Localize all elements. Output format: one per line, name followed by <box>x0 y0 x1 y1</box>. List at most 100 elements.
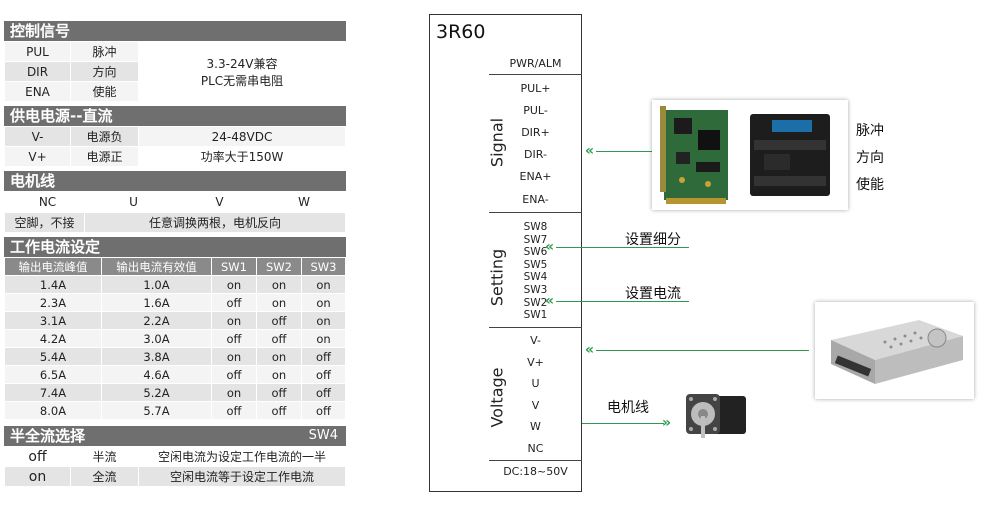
table-cell: off <box>256 383 302 402</box>
motor-arrow <box>582 423 664 424</box>
table-cell: on <box>211 311 257 330</box>
control-note-cell: 3.3-24V兼容 PLC无需串电阻 <box>138 41 346 102</box>
pin-v-plus: V+ <box>527 356 544 369</box>
dc-range-label: DC:18~50V <box>503 465 568 478</box>
table-cell: off <box>211 401 257 420</box>
full-current-desc: 空闲电流等于设定工作电流 <box>138 466 346 487</box>
pin-sw1: SW1 <box>523 309 548 322</box>
table-cell: on <box>301 275 346 294</box>
power-header: 供电电源--直流 <box>4 106 346 126</box>
control-note-1: 3.3-24V兼容 <box>206 56 278 71</box>
table-cell: on <box>211 275 257 294</box>
table-cell: on <box>301 293 346 312</box>
table-cell: 8.0A <box>4 401 102 420</box>
vplus-cell: V+ <box>4 146 71 167</box>
ena-cell: ENA <box>4 81 71 102</box>
power-positive-cell: 电源正 <box>70 146 139 167</box>
divider <box>489 460 582 461</box>
pin-sw5: SW5 <box>523 258 548 271</box>
table-cell: 1.4A <box>4 275 102 294</box>
table-cell: off <box>211 365 257 384</box>
motor-wire-table: NC U V W <box>4 191 346 212</box>
table-cell: off <box>256 329 302 348</box>
pwr-alm-label: PWR/ALM <box>509 57 562 70</box>
half-full-header: 半全流选择 SW4 <box>4 426 346 446</box>
pul-cell: PUL <box>4 41 71 62</box>
chevron-left-icon: « <box>585 342 595 358</box>
pin-sw4: SW4 <box>523 271 548 284</box>
sw3-header: SW3 <box>301 257 346 276</box>
table-cell: on <box>301 329 346 348</box>
table-cell: off <box>301 383 346 402</box>
pin-ena-plus: ENA+ <box>519 170 552 183</box>
pin-sw2: SW2 <box>523 296 548 309</box>
control-note-2: PLC无需串电阻 <box>200 73 284 88</box>
table-cell: 6.5A <box>4 365 102 384</box>
table-cell: off <box>301 365 346 384</box>
model-name: 3R60 <box>436 21 486 43</box>
spec-tables: 控制信号 PUL 脉冲 3.3-24V兼容 PLC无需串电阻 DIR 方向 EN… <box>4 0 346 487</box>
pulse-cell: 脉冲 <box>70 41 139 62</box>
pin-w: W <box>530 420 541 433</box>
pin-sw7: SW7 <box>523 233 548 246</box>
control-signal-table: PUL 脉冲 3.3-24V兼容 PLC无需串电阻 DIR 方向 ENA 使能 <box>4 41 346 102</box>
chevron-left-icon: « <box>585 143 595 159</box>
table-cell: on <box>256 347 302 366</box>
table-cell: on <box>301 311 346 330</box>
pin-pul-plus: PUL+ <box>520 82 551 95</box>
table-cell: 4.2A <box>4 329 102 348</box>
pin-nc: NC <box>527 442 544 455</box>
pin-u: U <box>531 377 540 390</box>
table-cell: off <box>301 401 346 420</box>
enable-cell: 使能 <box>70 81 139 102</box>
off-cell: off <box>4 446 71 467</box>
table-cell: off <box>256 311 302 330</box>
table-cell: off <box>256 401 302 420</box>
motor-wire-label: 电机线 <box>607 400 649 416</box>
peak-current-header: 输出电流峰值 <box>4 257 102 276</box>
table-cell: 5.4A <box>4 347 102 366</box>
u-cell: U <box>90 191 177 212</box>
chevron-right-icon: » <box>662 415 672 431</box>
controller-image <box>660 106 830 204</box>
table-cell: 3.8A <box>101 347 212 366</box>
half-full-title: 半全流选择 <box>10 427 86 445</box>
table-cell: on <box>256 365 302 384</box>
power-negative-cell: 电源负 <box>70 126 139 147</box>
sw4-label: SW4 <box>308 428 338 443</box>
table-cell: on <box>211 383 257 402</box>
half-current-desc: 空闲电流为设定工作电流的一半 <box>138 446 346 467</box>
pin-v: V <box>531 399 540 412</box>
w-cell: W <box>262 191 346 212</box>
sw1-header: SW1 <box>211 257 257 276</box>
divider <box>489 212 582 213</box>
pin-dir-plus: DIR+ <box>521 126 550 139</box>
direction-label: 方向 <box>856 150 884 166</box>
half-full-table: off 半流 空闲电流为设定工作电流的一半 on 全流 空闲电流等于设定工作电流 <box>4 446 346 487</box>
pin-pul-minus: PUL- <box>523 104 548 117</box>
table-cell: 1.6A <box>101 293 212 312</box>
half-current-cell: 半流 <box>70 446 139 467</box>
on-cell: on <box>4 466 71 487</box>
motor-wire-note-table: 空脚，不接 任意调换两根，电机反向 <box>4 212 346 233</box>
table-cell: 5.2A <box>101 383 212 402</box>
pin-ena-minus: ENA- <box>522 193 549 206</box>
control-signal-header: 控制信号 <box>4 21 346 41</box>
table-cell: on <box>211 347 257 366</box>
table-cell: on <box>256 275 302 294</box>
table-cell: 2.2A <box>101 311 212 330</box>
current-label: 设置电流 <box>625 286 681 302</box>
pin-v-minus: V- <box>530 334 541 347</box>
chevron-left-icon: « <box>545 239 555 255</box>
power-supply-image <box>831 320 963 384</box>
pin-sw3: SW3 <box>523 284 548 296</box>
table-cell: 7.4A <box>4 383 102 402</box>
reverse-note-cell: 任意调换两根，电机反向 <box>84 212 346 233</box>
